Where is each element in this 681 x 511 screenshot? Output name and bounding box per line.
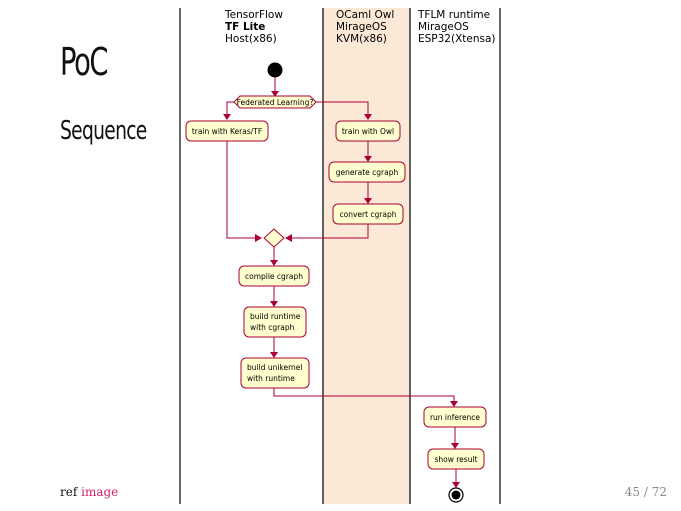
arrow-head [285,234,292,242]
arrow-head [364,114,372,120]
node-label-line: with cgraph [250,323,295,332]
node-label-line: with runtime [247,374,295,383]
node-train-owl: train with Owl [335,120,401,142]
node-label: convert cgraph [339,210,396,219]
node-train-keras: train with Keras/TF [185,120,269,142]
node-run-inference: run inference [423,406,487,428]
slide-title: PoC [60,40,108,84]
lane-label-line: TFLM runtime [417,9,490,21]
edge [316,101,369,118]
arrow-head [450,401,458,407]
arrow-head [364,198,372,204]
arrow-head [255,234,262,242]
arrow-head [364,156,372,162]
edge [288,224,369,239]
arrow-head [270,301,278,307]
edge [226,141,259,239]
arrow-head [271,91,279,97]
page-number: 45 / 72 [624,485,667,499]
slide-subtitle: Sequence [60,116,147,146]
node-label: run inference [430,413,480,422]
end-node [448,487,464,503]
image-link[interactable]: image [81,485,119,499]
lane-label-line: TF Lite [225,21,265,33]
node-compile-cgraph: compile cgraph [238,265,310,287]
lane-ocaml-background [323,8,410,504]
decision-federated-learning: Federated Learning? [233,95,317,109]
merge-diamond [263,228,285,248]
decision-label: Federated Learning? [237,98,314,107]
node-label: train with Keras/TF [192,127,262,136]
lane-header-tflm: TFLM runtime MirageOS ESP32(Xtensa) [417,9,496,45]
footer-prefix: ref [60,485,78,499]
arrow-head [452,482,460,488]
footer-reference: ref image [60,485,118,499]
node-convert-cgraph: convert cgraph [332,203,404,225]
node-label: compile cgraph [245,272,303,281]
node-generate-cgraph: generate cgraph [328,161,406,183]
lane-label-line: MirageOS [418,21,469,33]
lane-label-line: KVM(x86) [336,33,387,45]
edge [273,388,455,405]
lane-header-tensorflow: TensorFlow TF Lite Host(x86) [224,9,283,45]
node-label-line: build runtime [250,312,301,321]
node-show-result: show result [427,448,485,470]
lane-label-line: MirageOS [336,21,387,33]
lane-label-line: OCaml Owl [336,9,394,21]
start-node [267,62,283,78]
lane-label-line: ESP32(Xtensa) [418,33,496,45]
lane-label-line: TensorFlow [224,9,283,21]
node-label: show result [435,455,478,464]
node-label: generate cgraph [336,168,399,177]
arrow-head [223,114,231,120]
lane-header-ocaml: OCaml Owl MirageOS KVM(x86) [336,9,394,45]
node-build-unikernel: build unikernel with runtime [240,357,310,389]
edge [226,101,234,118]
arrow-head [270,352,278,358]
node-label-line: build unikernel [247,363,303,372]
node-label: train with Owl [342,127,394,136]
node-build-runtime: build runtime with cgraph [243,306,307,338]
arrow-head [451,443,459,449]
lane-label-line: Host(x86) [225,33,277,45]
arrow-head [270,260,278,266]
